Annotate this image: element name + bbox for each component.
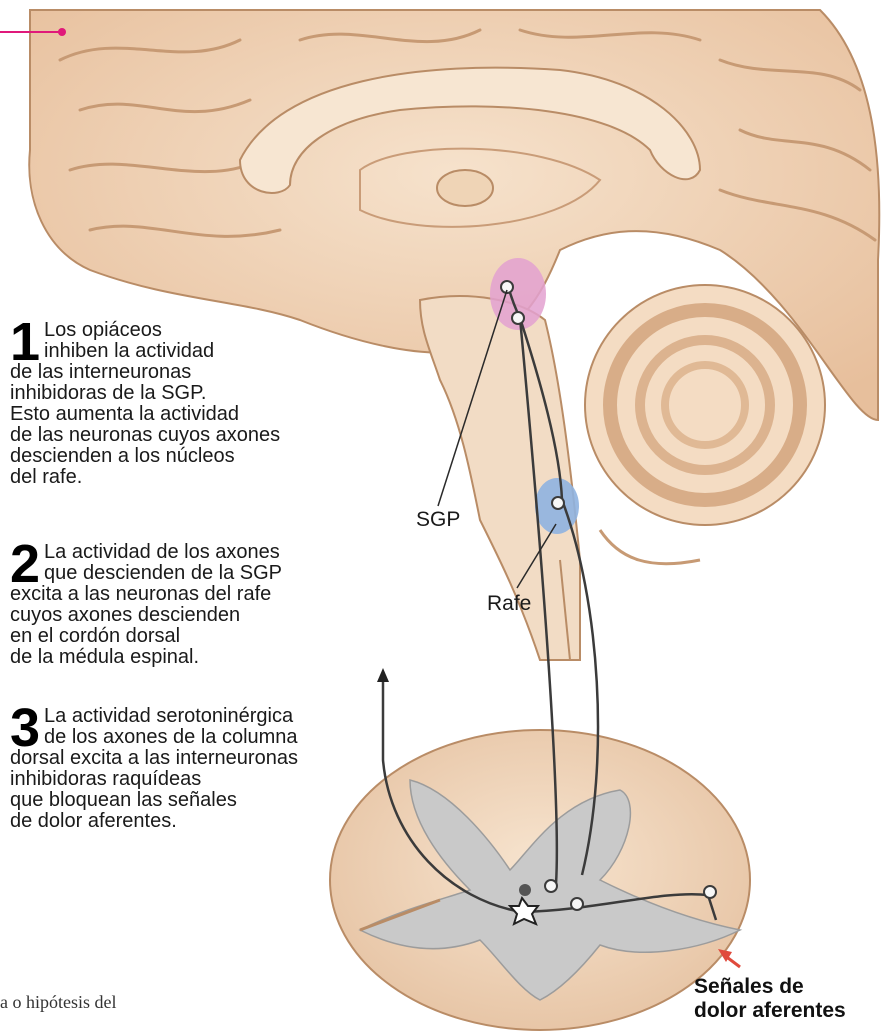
step-line: inhibidoras de la SGP. <box>10 383 280 404</box>
afferent-line: Señales de <box>694 975 846 999</box>
afferent-line: dolor aferentes <box>694 999 846 1023</box>
spinal-cord-section <box>330 730 750 1030</box>
step-number: 2 <box>10 542 40 586</box>
step-1: 1 Los opiáceos inhiben la actividad de l… <box>10 320 280 488</box>
step-line: en el cordón dorsal <box>10 626 271 647</box>
step-line: de los axones de la columna <box>10 727 298 748</box>
step-number: 1 <box>10 320 40 364</box>
ascending-arrow-icon <box>377 668 389 682</box>
step-line: excita a las neuronas del rafe <box>10 584 271 605</box>
step-line: cuyos axones descienden <box>10 605 271 626</box>
step-line: descienden a los núcleos <box>10 446 280 467</box>
afferent-signals-label: Señales de dolor aferentes <box>694 975 846 1023</box>
step-line: inhiben la actividad <box>10 341 280 362</box>
step-line: inhibidoras raquídeas <box>10 769 298 790</box>
caption-leader-dot <box>58 28 66 36</box>
step-3: 3 La actividad serotoninérgica de los ax… <box>10 706 298 832</box>
step-line: de la médula espinal. <box>10 647 271 668</box>
step-2: 2 La actividad de los axones que descien… <box>10 542 271 668</box>
cerebellum <box>585 285 825 564</box>
step-text: Los opiáceos inhiben la actividad de las… <box>10 320 280 488</box>
step-line: Esto aumenta la actividad <box>10 404 280 425</box>
thalamus <box>437 170 493 206</box>
step-line: que bloquean las señales <box>10 790 298 811</box>
step-line: La actividad de los axones <box>10 542 271 563</box>
step-text: La actividad serotoninérgica de los axon… <box>10 706 298 832</box>
step-line: del rafe. <box>10 467 280 488</box>
step-text: La actividad de los axones que desciende… <box>10 542 271 668</box>
sgp-label: SGP <box>416 508 460 532</box>
step-line: Los opiáceos <box>10 320 280 341</box>
step-number: 3 <box>10 706 40 750</box>
step-line: dorsal excita a las interneuronas <box>10 748 298 769</box>
step-line: que descienden de la SGP <box>10 563 271 584</box>
step-line: de las neuronas cuyos axones <box>10 425 280 446</box>
rafe-label: Rafe <box>487 592 531 616</box>
step-line: de las interneuronas <box>10 362 280 383</box>
step-line: La actividad serotoninérgica <box>10 706 298 727</box>
caption-fragment: a o hipótesis del <box>0 992 116 1013</box>
step-line: de dolor aferentes. <box>10 811 298 832</box>
